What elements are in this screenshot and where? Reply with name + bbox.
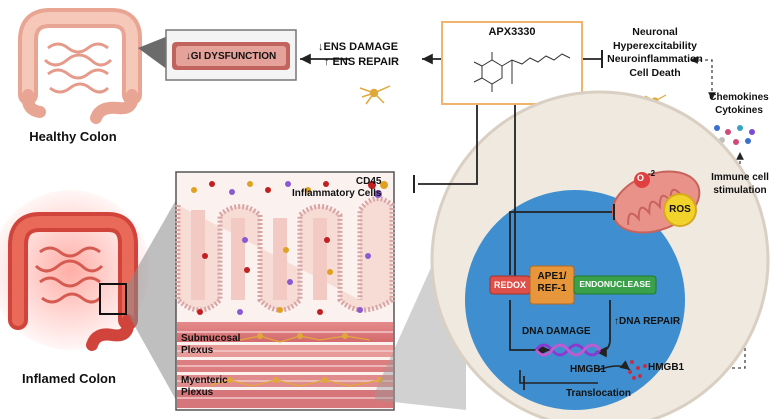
- ape1-line-1: APE1/: [537, 271, 567, 282]
- immune-stimulation-label: Immune cell stimulation: [700, 172, 780, 197]
- endonuclease-box: [573, 275, 657, 295]
- translocation-label: Translocation: [566, 388, 632, 399]
- effects-list: Neuronal Hyperexcitability Neuroinflamma…: [600, 26, 710, 81]
- endonuclease-label: ENDONUCLEASE: [579, 279, 651, 289]
- gi-dysfunction-label: ↓GI DYSFUNCTION: [185, 51, 277, 62]
- inhibit-line-inflammatory: [418, 105, 478, 185]
- dashed-arrow-effects: [690, 56, 713, 68]
- inflamed-colon-label: Inflamed Colon: [22, 371, 116, 386]
- neuron-icon: [359, 85, 391, 105]
- chemokines-line: Chemokines: [709, 92, 769, 103]
- effect-item: Hyperexcitability: [612, 39, 698, 52]
- ape1-line-2: REF-1: [537, 283, 567, 294]
- submucosal-label: Submucosal Plexus: [181, 333, 240, 357]
- effect-item: Neuronal: [632, 26, 678, 38]
- dna-helix-icon: [534, 343, 602, 357]
- myenteric-line-1: Myenteric: [181, 375, 228, 386]
- myenteric-line-2: Plexus: [181, 387, 214, 398]
- hmgb1-particles: [628, 360, 647, 380]
- ape1-label: APE1/ REF-1: [530, 271, 574, 295]
- cytokines-line: Cytokines: [715, 104, 763, 116]
- inflamed-colon-icon: [8, 212, 138, 351]
- zoom-box: [99, 283, 127, 315]
- ens-damage-label: ↓ENS DAMAGE: [318, 41, 399, 53]
- inhibit-line-ros: [509, 211, 612, 275]
- healthy-colon-icon: [18, 7, 142, 124]
- superoxide-label: O: [637, 173, 645, 183]
- healthy-colon-label: Healthy Colon: [29, 129, 117, 144]
- effect-item: Neuroinflammation: [607, 53, 703, 66]
- immune-line-2: stimulation: [713, 184, 767, 196]
- cd45-line-1: CD45: [355, 176, 382, 187]
- apx3330-structure-box: [441, 21, 583, 105]
- superoxide-icon: [634, 172, 650, 188]
- gi-dysfunction-box: [165, 29, 297, 81]
- translocation-arrow: [597, 360, 631, 371]
- superoxide-charge: -2: [648, 169, 656, 178]
- cytokine-dots: [714, 125, 755, 145]
- hmgb1-released-label: HMGB1: [648, 362, 685, 373]
- mitochondrion-icon: [611, 170, 701, 234]
- submucosal-line-2: Plexus: [181, 345, 214, 356]
- immune-line-1: Immune cell: [711, 172, 769, 183]
- redox-label: REDOX: [493, 280, 526, 290]
- inhibit-line-translocation: [519, 370, 598, 384]
- submucosal-line-1: Submucosal: [181, 333, 241, 344]
- effect-item: Cell Death: [629, 66, 681, 79]
- myenteric-label: Myenteric Plexus: [181, 375, 228, 399]
- nucleus: [465, 190, 685, 410]
- dna-damage-label: DNA DAMAGE: [522, 326, 591, 337]
- ens-repair-label: ↑ ENS REPAIR: [324, 56, 399, 68]
- cd45-line-2: Inflammatory Cells: [292, 188, 382, 199]
- ros-label: ROS: [669, 204, 691, 215]
- tissue-section: [175, 171, 395, 411]
- drug-name: APX3330: [488, 26, 536, 38]
- hmgb1-nuclear-label: HMGB1: [570, 364, 607, 375]
- zoom-funnel-bottom: [128, 200, 176, 400]
- chemokines-label: Chemokines Cytokines: [698, 92, 780, 117]
- cd45-label: CD45 Inflammatory Cells: [292, 176, 381, 200]
- dna-repair-label: ↑DNA REPAIR: [614, 316, 681, 327]
- zoom-funnel-top: [138, 36, 168, 70]
